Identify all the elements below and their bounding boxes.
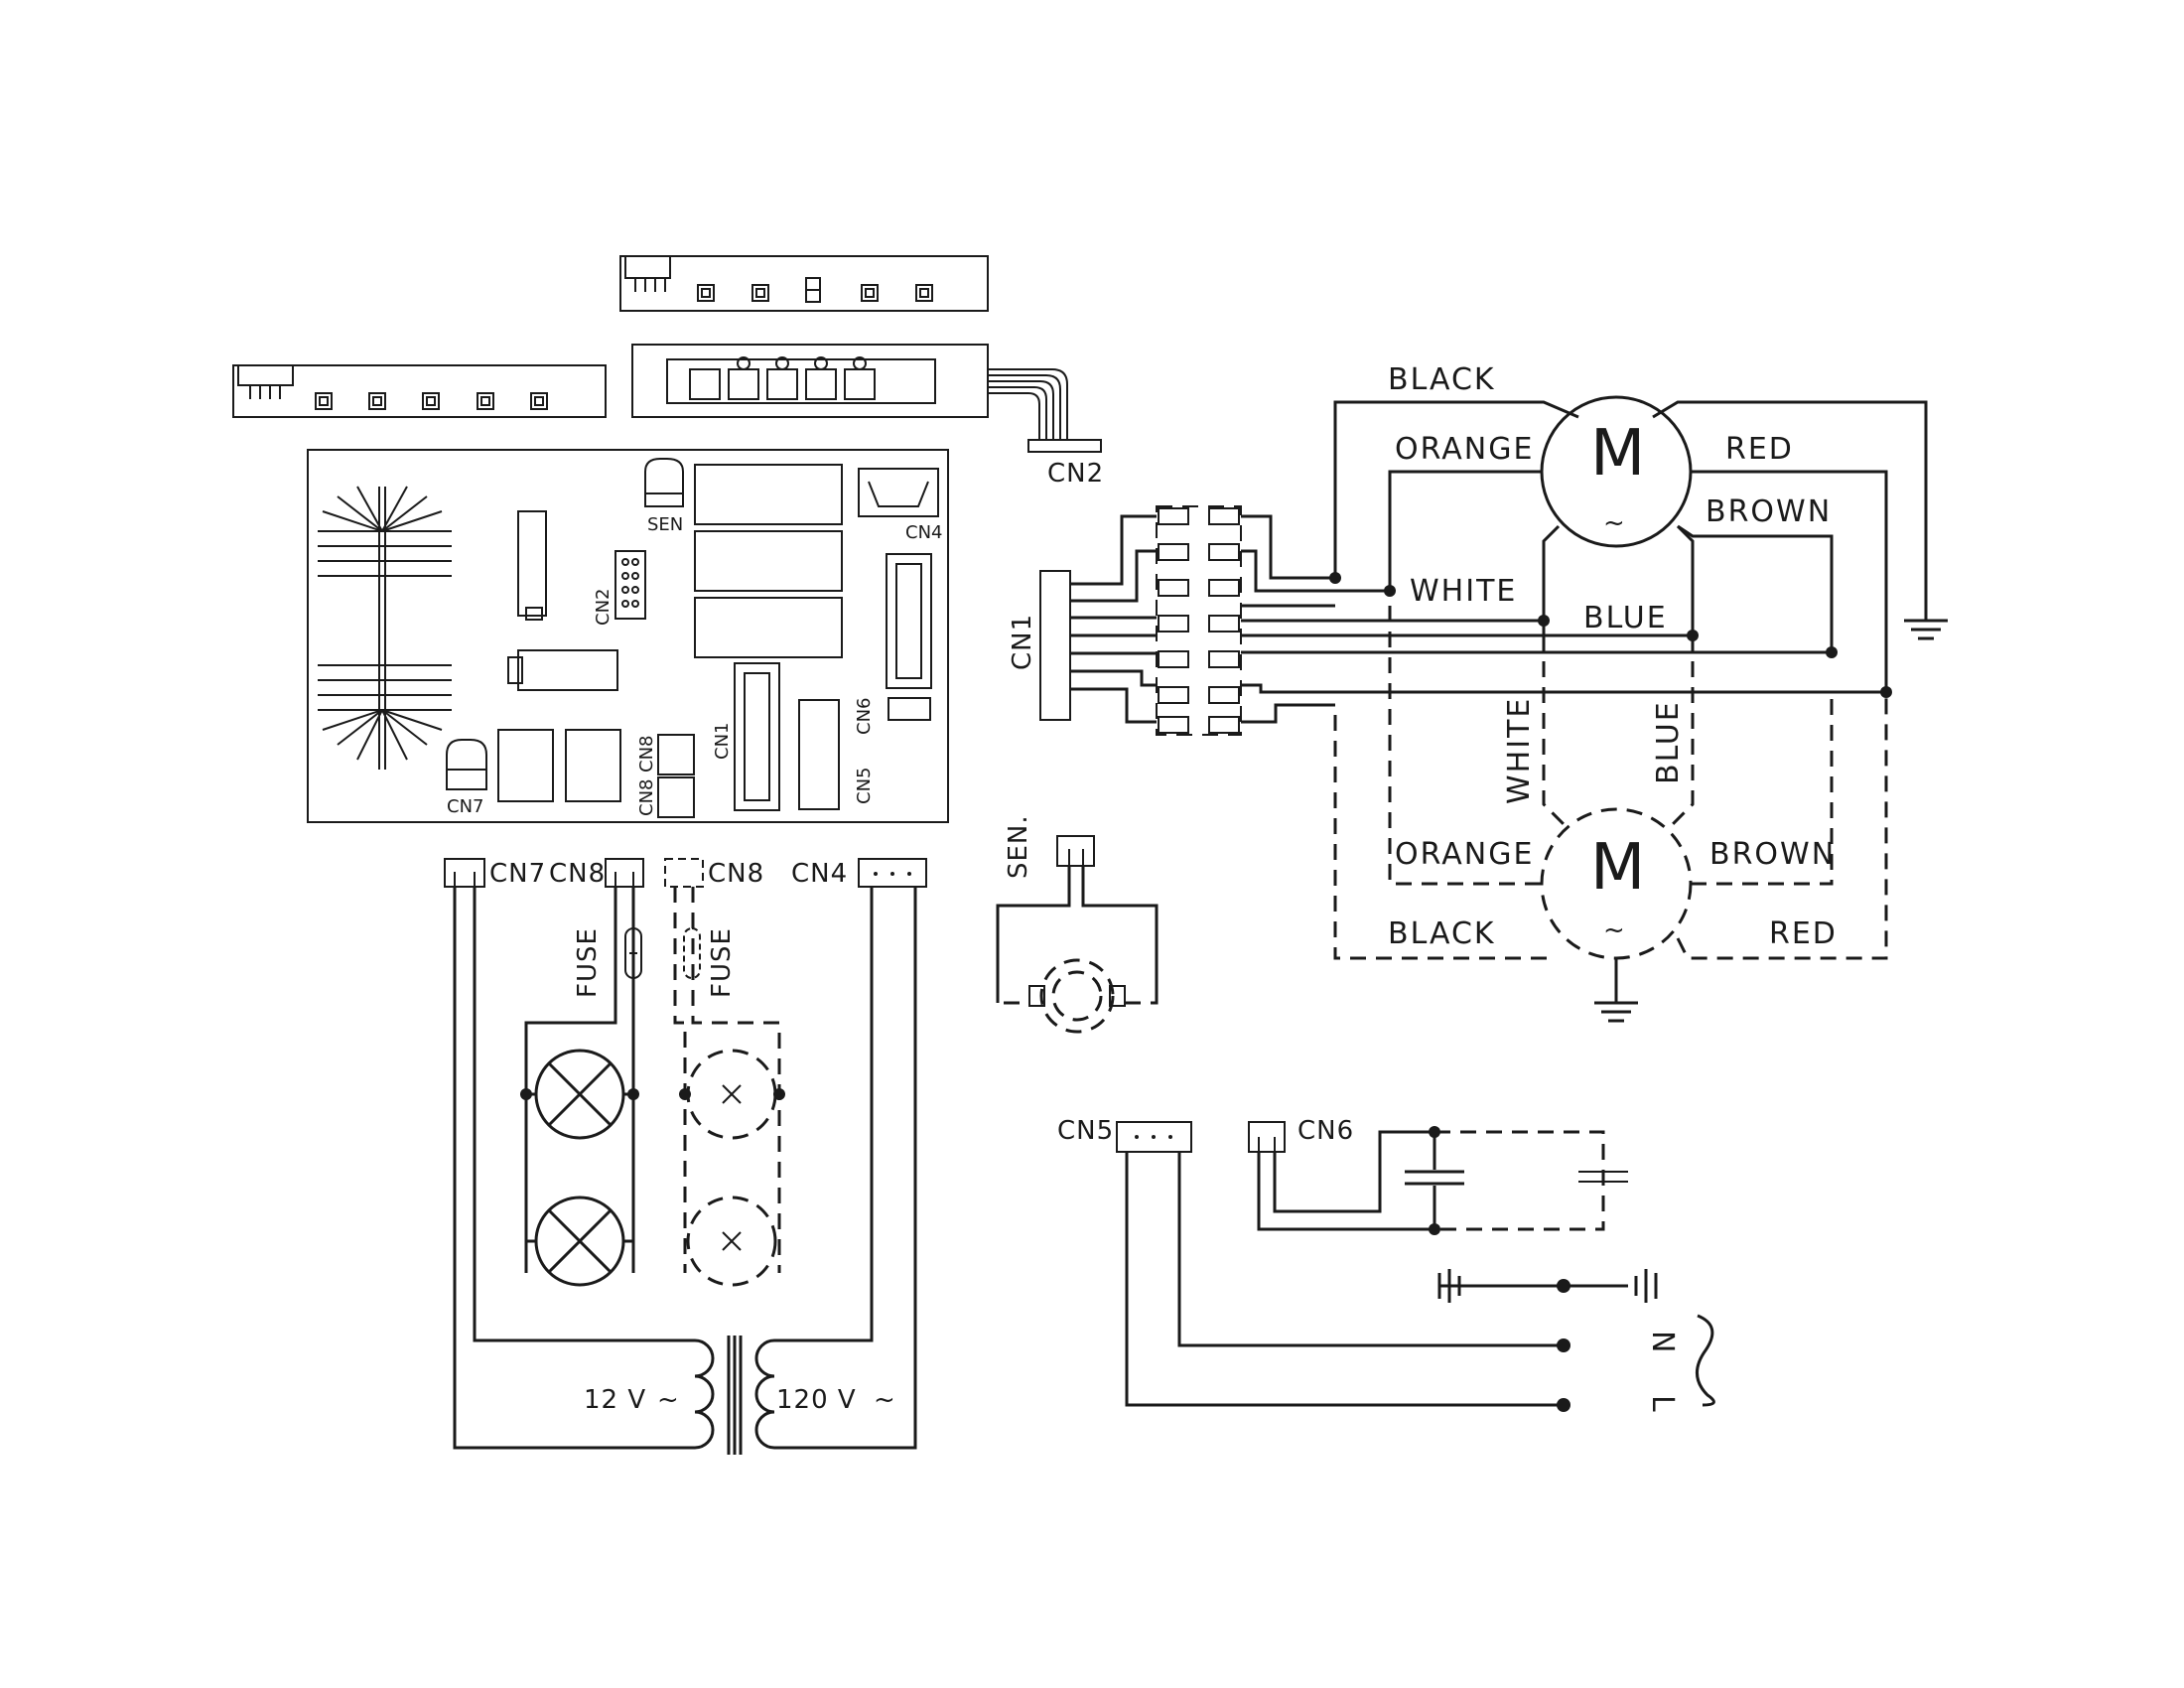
motor-2-ac-symbol: ~: [1603, 915, 1626, 945]
pcb-cn8a-label: CN8: [636, 736, 657, 774]
pcb-cn2-label: CN2: [593, 589, 614, 627]
lamp-optional-icon: [686, 1049, 777, 1140]
pcb-cn6-label: CN6: [854, 698, 875, 736]
relays: [694, 464, 843, 658]
cn2-header: CN2: [593, 550, 646, 627]
motor-1-ac-symbol: ~: [1603, 508, 1626, 538]
ribbon-cable: [988, 368, 1068, 442]
sen-connector: SEN: [644, 458, 684, 535]
display-buttons: [697, 284, 933, 302]
mains-neutral-label: N: [1645, 1331, 1680, 1354]
capacitor-icon: [1405, 1132, 1464, 1231]
cn5-cn6-connectors: CN6 CN5: [798, 698, 875, 810]
mains-plug-icon: [1696, 1314, 1715, 1407]
lamp-icon: [534, 1049, 625, 1140]
fuse-optional-label: FUSE: [707, 927, 737, 998]
cn7-connector: CN7: [446, 739, 487, 817]
heatsink-transformer: [318, 486, 452, 770]
keypad-panel: CN2: [631, 344, 1104, 489]
seven-segment-digit-icon: [805, 277, 821, 303]
pcb-cn8b-label: CN8: [636, 779, 657, 817]
secondary-voltage: 12 V: [584, 1385, 646, 1415]
ground-icon: [1594, 1001, 1638, 1023]
power-input: CN5 N L CN6: [1057, 1116, 1715, 1414]
wire-black-2: BLACK: [1388, 916, 1496, 951]
cn1-label: CN1: [1008, 614, 1037, 670]
wire-brown-1: BROWN: [1706, 494, 1832, 529]
wire-red-2: RED: [1769, 916, 1838, 951]
chassis-ground-icon: [1437, 1269, 1658, 1303]
wire-white-2: WHITE: [1502, 697, 1537, 804]
cn5-label: CN5: [1057, 1116, 1114, 1146]
sensor-icon: [1039, 958, 1115, 1034]
lamp-icon: [534, 1196, 625, 1287]
capacitor-optional-icon: [1578, 1171, 1628, 1183]
main-pcb: SEN CN2 CN4 CN7: [307, 449, 949, 823]
fuse-icon: [624, 927, 642, 979]
lamp-optional-icon: [686, 1196, 777, 1287]
primary-ac-symbol: ~: [874, 1385, 896, 1415]
cn6-label: CN6: [1297, 1116, 1354, 1146]
cn2-label: CN2: [1047, 459, 1104, 489]
sensor-circuit: SEN.: [996, 814, 1159, 1034]
pcb-cn1-label: CN1: [712, 723, 733, 761]
fuse-optional-icon: [683, 927, 701, 979]
wire-blue-2: BLUE: [1651, 700, 1686, 784]
wire-white-1: WHITE: [1410, 574, 1517, 609]
wire-brown-2: BROWN: [1709, 837, 1836, 872]
cn8-label: CN8: [549, 859, 606, 889]
cn7-label: CN7: [489, 859, 546, 889]
display-board: [619, 255, 989, 312]
fuse-label: FUSE: [573, 927, 603, 998]
wire-blue-1: BLUE: [1583, 601, 1668, 635]
pcb-cn7-label: CN7: [447, 796, 484, 817]
motor-1-symbol: M: [1590, 417, 1645, 491]
cn1-terminal-block: CN1: [1008, 505, 1886, 736]
mains-line-label: L: [1645, 1395, 1680, 1414]
wire-orange-1: ORANGE: [1395, 432, 1534, 467]
button-board: [232, 364, 607, 418]
wire-red-1: RED: [1725, 432, 1794, 467]
ground-icon: [1904, 606, 1948, 640]
lamp-circuit: CN7 CN8 CN8 CN4 FUSE: [444, 858, 927, 1455]
wire-orange-2: ORANGE: [1395, 837, 1534, 872]
cn1-connector: CN1: [712, 662, 780, 811]
wire-black-1: BLACK: [1388, 362, 1496, 397]
primary-voltage: 120 V: [776, 1385, 857, 1415]
cn8-optional-label: CN8: [708, 859, 764, 889]
pcb-cn5-label: CN5: [854, 768, 875, 805]
motor-1: M ~ BLACK ORANGE RED BROWN WHITE BLUE: [1329, 362, 1948, 698]
motor-2: M ~ WHITE BLUE ORANGE BROWN BLACK RED: [1333, 606, 1888, 1023]
cn4-connector: CN4: [858, 468, 943, 543]
transformer-icon: [694, 1336, 775, 1455]
cn4-label: CN4: [791, 859, 848, 889]
sen-label: SEN: [647, 514, 683, 535]
motor-2-symbol: M: [1590, 831, 1645, 905]
sensor-label: SEN.: [1004, 814, 1033, 879]
cn8-connectors: CN8 CN8: [636, 734, 695, 818]
pcb-cn4-label: CN4: [905, 522, 943, 543]
secondary-ac-symbol: ~: [657, 1385, 680, 1415]
board-buttons: [315, 392, 548, 410]
